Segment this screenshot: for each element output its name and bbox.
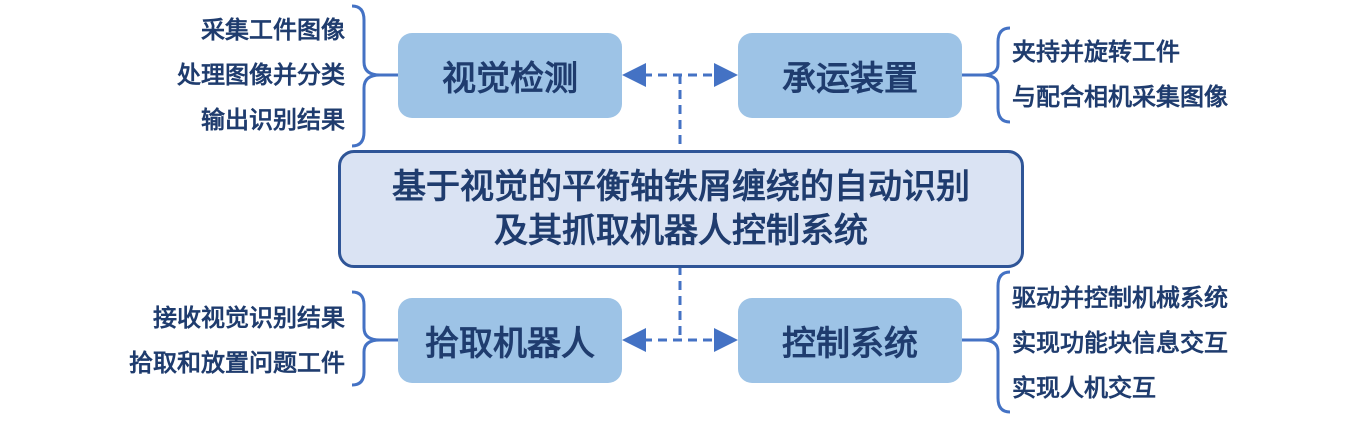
notes-control: 驱动并控制机械系统 实现功能块信息交互 实现人机交互: [1012, 276, 1228, 411]
note-item: 接收视觉识别结果: [153, 305, 345, 332]
module-control-system: 控制系统: [738, 298, 962, 383]
notes-robot: 接收视觉识别结果 拾取和放置问题工件: [129, 296, 345, 386]
title-line-1: 基于视觉的平衡轴铁屑缠绕的自动识别: [392, 168, 970, 206]
module-picking-robot: 拾取机器人: [398, 298, 622, 383]
brace-control: [962, 270, 1011, 414]
note-item: 夹持并旋转工件: [1012, 39, 1180, 66]
note-item: 输出识别结果: [201, 107, 345, 134]
module-carrier-device: 承运装置: [738, 33, 962, 118]
title-line-2: 及其抓取机器人控制系统: [494, 212, 868, 250]
module-vision-detection: 视觉检测: [398, 33, 622, 118]
system-title: 基于视觉的平衡轴铁屑缠绕的自动识别 及其抓取机器人控制系统: [338, 150, 1024, 268]
brace-carrier: [962, 26, 1011, 124]
note-item: 实现功能块信息交互: [1012, 330, 1228, 357]
note-item: 拾取和放置问题工件: [129, 350, 345, 377]
notes-vision: 采集工件图像 处理图像并分类 输出识别结果: [177, 8, 345, 143]
note-item: 采集工件图像: [201, 17, 345, 44]
note-item: 驱动并控制机械系统: [1012, 285, 1228, 312]
brace-robot: [351, 290, 398, 387]
note-item: 实现人机交互: [1012, 375, 1156, 402]
note-item: 与配合相机采集图像: [1012, 84, 1228, 111]
brace-vision: [351, 4, 398, 148]
notes-carrier: 夹持并旋转工件 与配合相机采集图像: [1012, 30, 1228, 120]
note-item: 处理图像并分类: [177, 62, 345, 89]
